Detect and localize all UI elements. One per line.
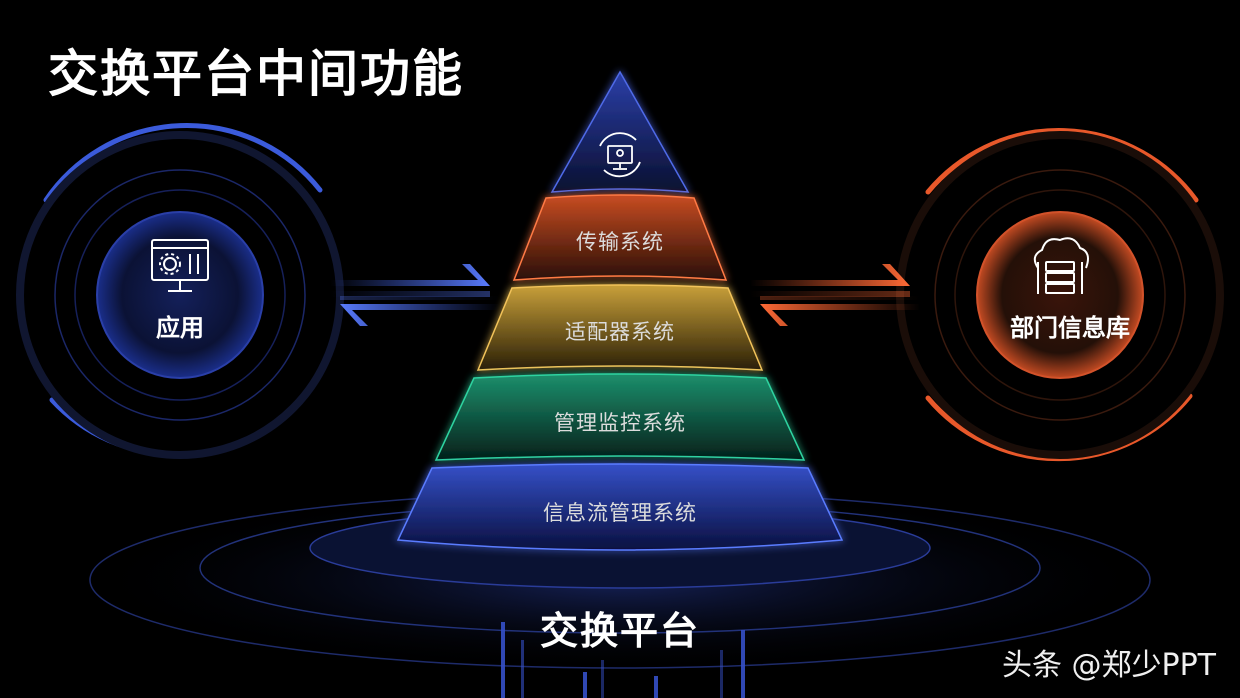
layer-label-monitoring: 管理监控系统	[554, 411, 686, 435]
cloud-database-icon	[1033, 237, 1089, 294]
arrows-left-exchange	[330, 264, 500, 326]
watermark: 头条 @郑少PPT	[1001, 648, 1216, 683]
platform-title: 交换平台	[539, 609, 700, 653]
pyramid-top	[550, 70, 690, 193]
right-node-label: 部门信息库	[1010, 314, 1130, 342]
left-node-label: 应用	[156, 314, 204, 342]
base-light-bars	[501, 622, 745, 698]
pyramid-layer-2	[434, 373, 806, 461]
left-node-app	[16, 123, 344, 459]
layer-label-transport: 传输系统	[576, 230, 664, 254]
pyramid-layer-1	[476, 284, 764, 371]
pyramid-layer-0	[512, 194, 728, 281]
monitor-location-icon	[599, 132, 641, 178]
arrows-right-exchange	[750, 264, 920, 326]
pyramid-layer-3	[396, 463, 844, 551]
layer-label-infoflow: 信息流管理系统	[543, 501, 697, 525]
layer-label-adapter: 适配器系统	[565, 320, 675, 344]
right-node-database	[896, 127, 1224, 462]
page-title: 交换平台中间功能	[48, 45, 464, 103]
pyramid	[396, 70, 844, 551]
settings-monitor-icon	[151, 239, 209, 292]
